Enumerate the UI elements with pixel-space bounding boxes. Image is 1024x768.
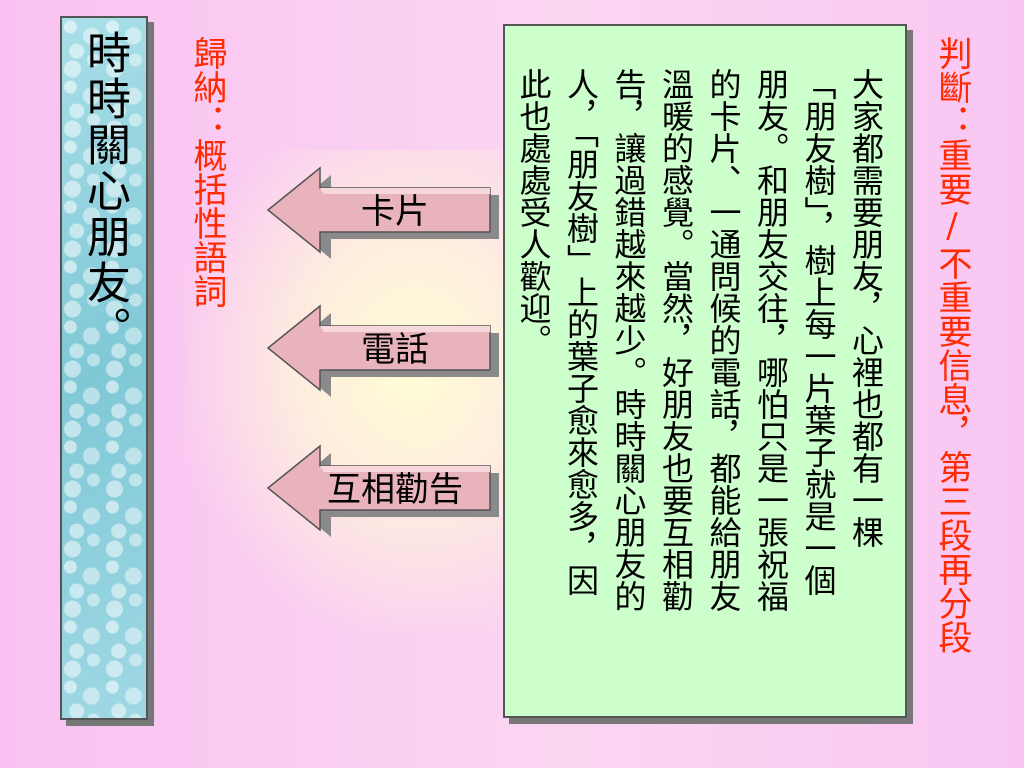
passage-box: 大家都需要朋友，心裡也都有一棵 「朋友樹」，樹上每一片葉子就是一個 朋友。和朋友… (503, 24, 907, 718)
left-title: 時時關心朋友。 (79, 30, 130, 352)
passage-column: 溫暖的感覺。當然，好朋友也要互相勸 (657, 68, 695, 612)
arrow-advice[interactable]: 互相勸告 (266, 444, 499, 537)
left-arrow-icon (266, 444, 499, 537)
left-arrow-icon (266, 166, 499, 259)
arrow-label-phone: 電話 (361, 329, 429, 370)
left-title-panel: 時時關心朋友。 (60, 16, 148, 720)
arrow-phone[interactable]: 電話 (266, 304, 499, 397)
arrow-label-advice: 互相勸告 (327, 469, 463, 510)
passage-column: 朋友。和朋友交往，哪怕只是一張祝福 (752, 68, 790, 612)
left-arrow-icon (266, 304, 499, 397)
passage-column: 大家都需要朋友，心裡也都有一棵 (847, 68, 885, 548)
passage-column: 人，「朋友樹」上的葉子愈來愈多，因 (562, 68, 600, 596)
induction-label: 歸納：概括性語詞 (187, 36, 227, 308)
passage-column: 告，讓過錯越來越少。時時關心朋友的 (609, 68, 648, 612)
arrow-label-card: 卡片 (361, 191, 429, 232)
passage-column: 此也處處受人歡迎。 (514, 68, 553, 356)
passage-column: 「朋友樹」，樹上每一片葉子就是一個 (799, 68, 838, 596)
passage-text: 大家都需要朋友，心裡也都有一棵 「朋友樹」，樹上每一片葉子就是一個 朋友。和朋友… (509, 68, 889, 668)
arrow-card[interactable]: 卡片 (266, 166, 499, 259)
passage-column: 的卡片、一通問候的電話，都能給朋友 (704, 68, 743, 612)
judgement-label: 判斷：重要/不重要信息，第三段再分段 (932, 36, 972, 654)
